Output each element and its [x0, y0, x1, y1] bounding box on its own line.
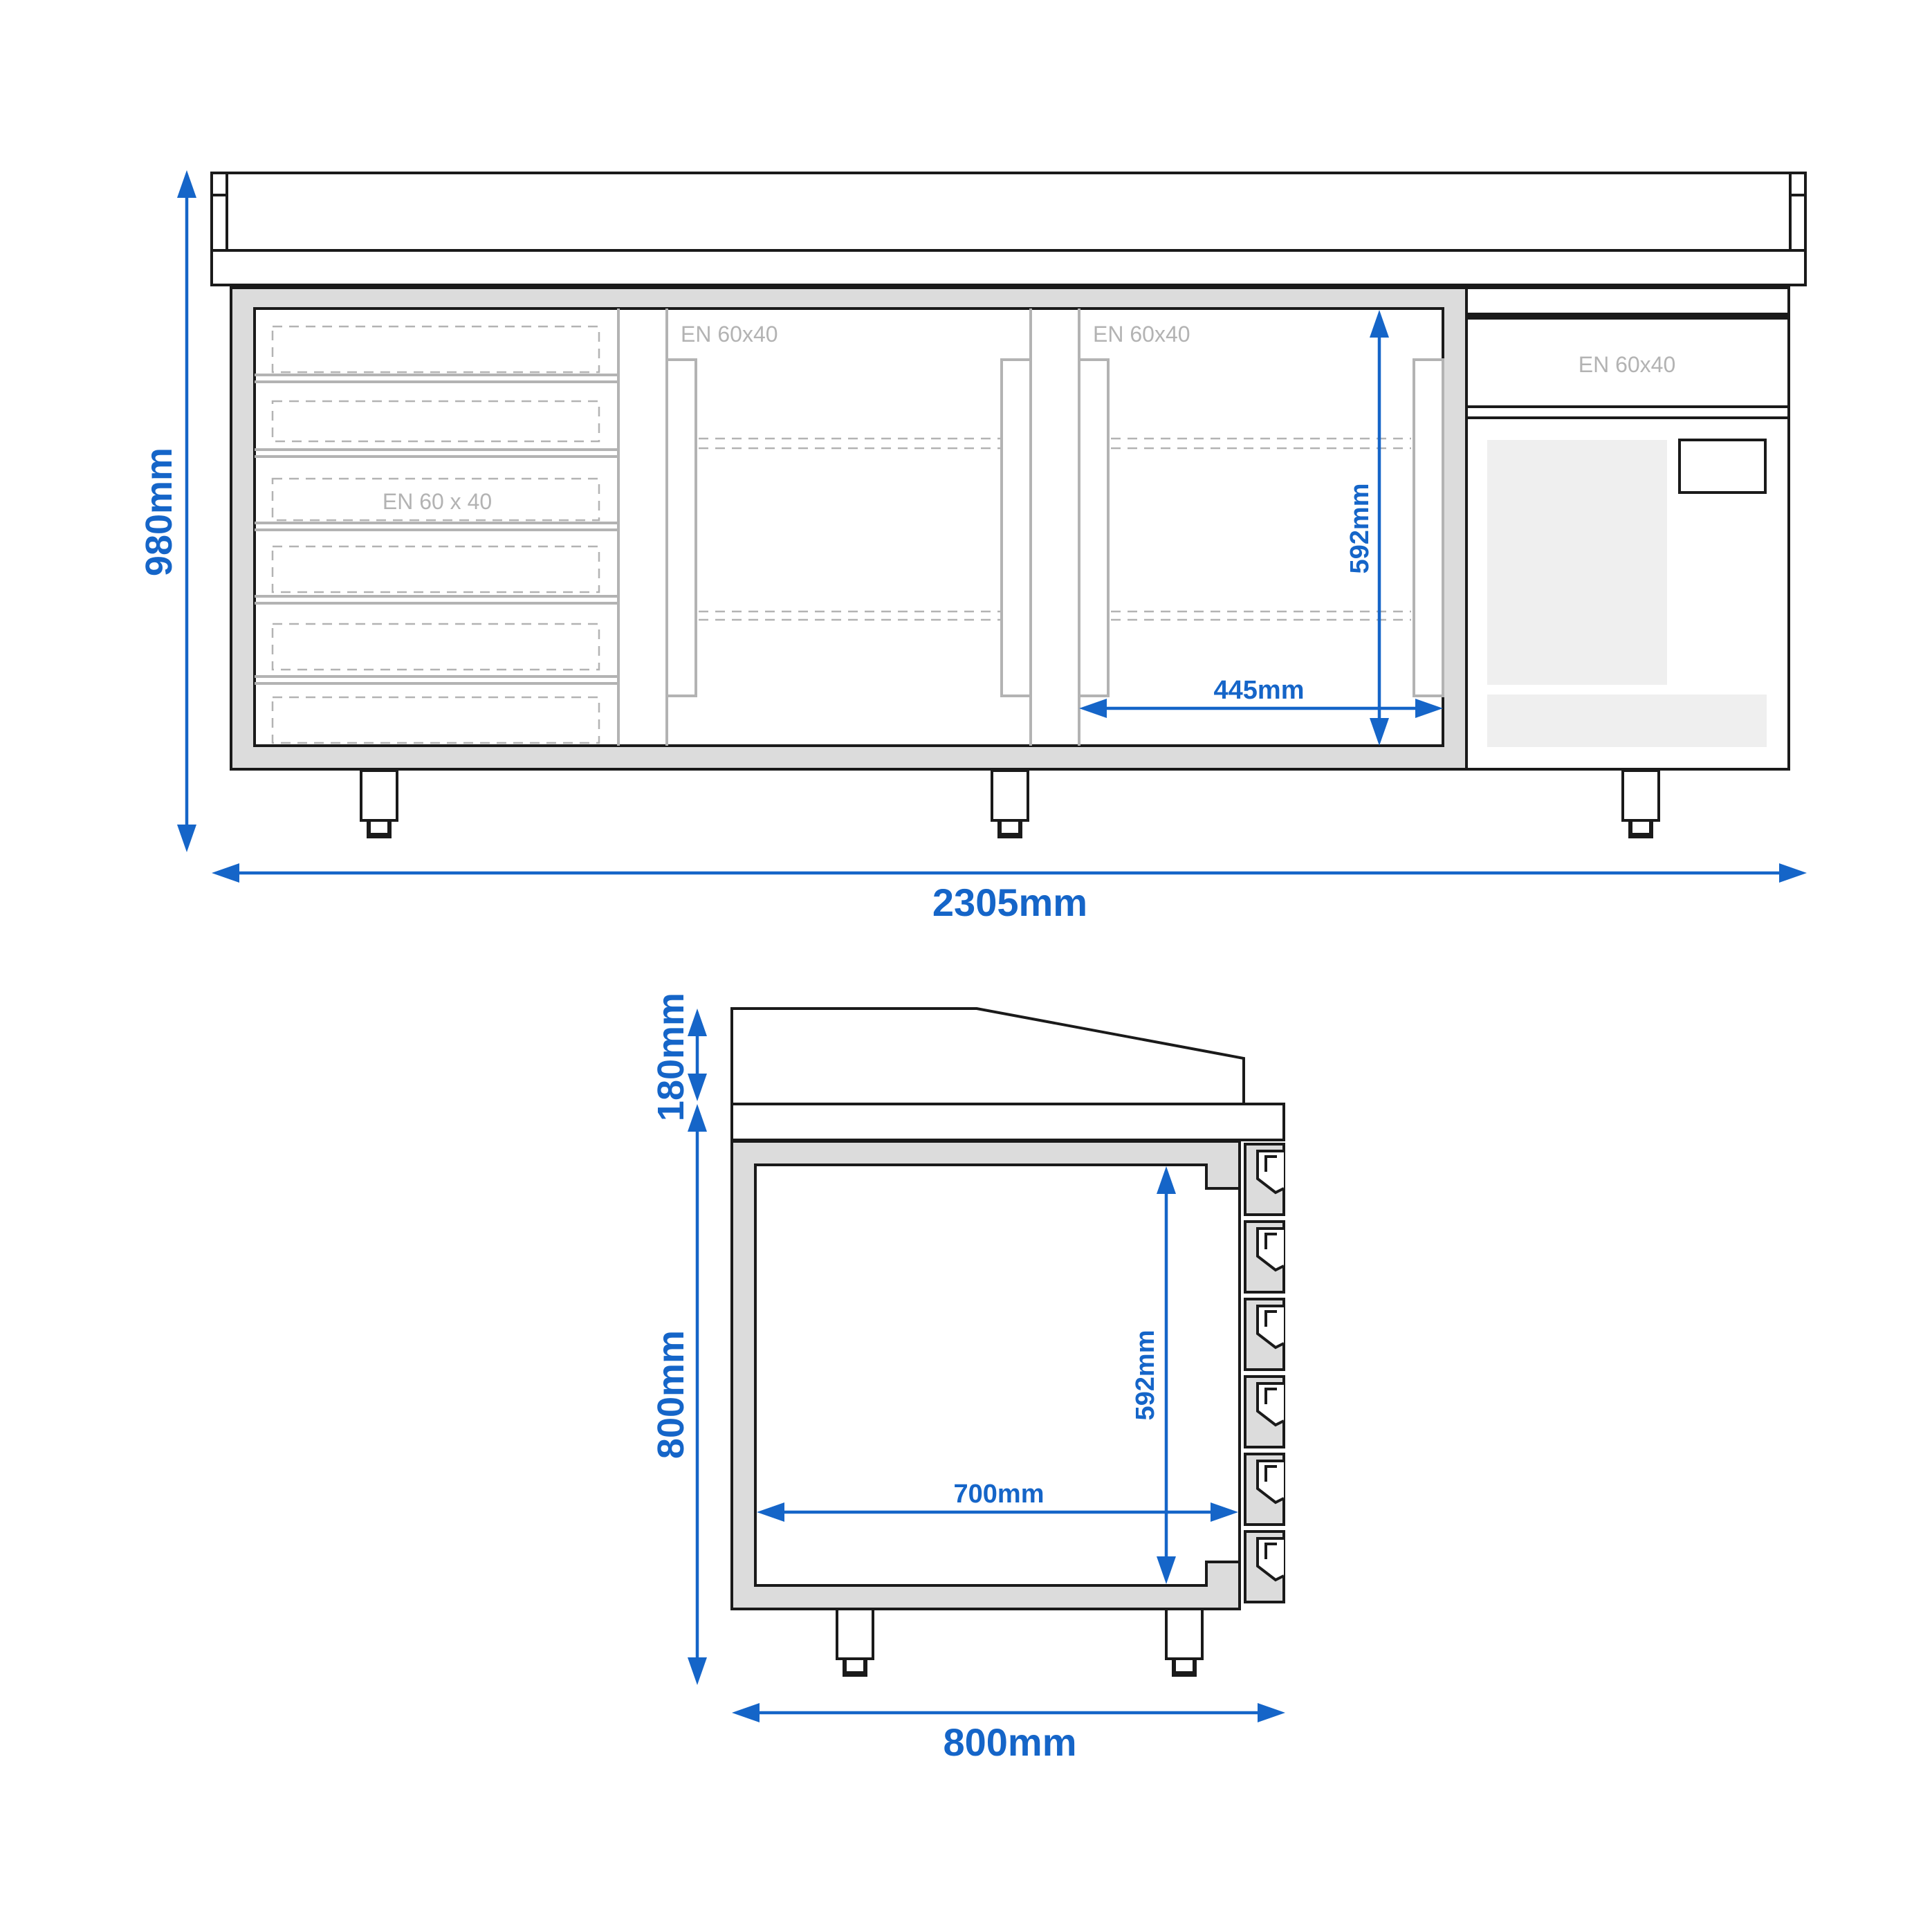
height-dimension: 980mm — [138, 170, 196, 852]
drawer-section-label: EN 60 x 40 — [383, 489, 492, 514]
inner-width-label: 445mm — [1214, 676, 1305, 705]
drawer-stack — [255, 309, 620, 746]
depth-label: 800mm — [943, 1720, 1076, 1764]
worktop — [210, 249, 1807, 286]
width-label: 2305mm — [932, 881, 1087, 924]
side-inner-height-dimension: 592mm — [1131, 1166, 1176, 1584]
inner-width-dimension: 445mm — [1079, 676, 1443, 718]
leg — [1165, 1608, 1204, 1678]
leg — [1621, 769, 1660, 840]
width-dimension: 2305mm — [212, 863, 1807, 924]
vent-grille — [1487, 694, 1767, 747]
vent-panel — [1487, 440, 1667, 685]
backsplash — [210, 172, 1807, 252]
side-drawer-label: EN 60x40 — [1579, 352, 1676, 377]
door1-label: EN 60x40 — [681, 322, 778, 347]
glass-topper — [730, 1007, 1245, 1105]
top-height-label: 180mm — [650, 993, 692, 1121]
inner-height-label: 592mm — [1345, 484, 1374, 574]
door-2 — [1078, 309, 1444, 746]
side-view: 180mm 800mm 592mm 700mm 800m — [650, 993, 1285, 1764]
inner-height-dimension: 592mm — [1345, 310, 1389, 746]
rail — [1244, 1375, 1285, 1448]
leg — [991, 769, 1029, 840]
side-worktop — [730, 1103, 1285, 1141]
side-inner-height-label: 592mm — [1131, 1330, 1160, 1421]
control-display — [1678, 439, 1767, 494]
leg — [836, 1608, 874, 1678]
door2-label: EN 60x40 — [1093, 322, 1190, 347]
door-1 — [665, 309, 1032, 746]
depth-dimension: 800mm — [732, 1703, 1285, 1764]
inner-depth-dimension: 700mm — [757, 1480, 1238, 1522]
front-view: EN 60 x 40 EN 60x40 EN 60x40 EN 60x40 98… — [138, 170, 1807, 924]
leg — [360, 769, 398, 840]
rail — [1244, 1143, 1285, 1216]
rail — [1244, 1220, 1285, 1294]
body-height-dimension: 800mm — [650, 1104, 707, 1685]
rail — [1244, 1298, 1285, 1371]
top-height-dimension: 180mm — [650, 993, 707, 1121]
rail — [1244, 1530, 1285, 1603]
rail — [1244, 1453, 1285, 1526]
body-height-label: 800mm — [650, 1330, 692, 1459]
height-label: 980mm — [138, 448, 180, 576]
inner-depth-label: 700mm — [954, 1480, 1045, 1509]
side-unit — [1465, 286, 1790, 771]
